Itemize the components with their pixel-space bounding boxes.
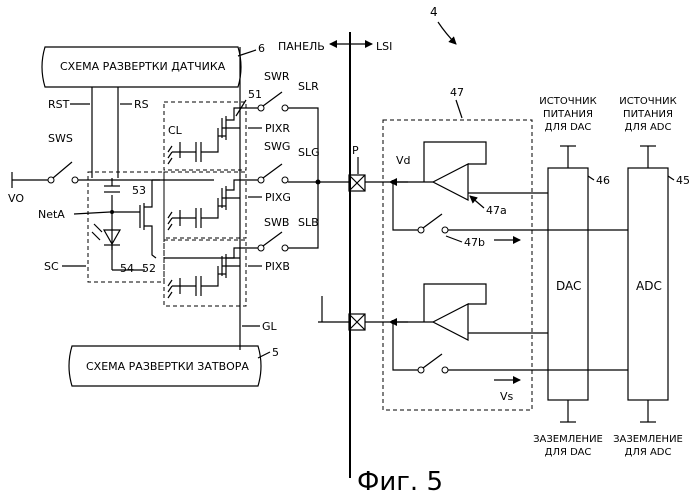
figure-caption: Фиг. 5 (357, 467, 443, 497)
slg-label: SLG (298, 146, 320, 159)
rst-label: RST (48, 98, 70, 111)
pixg-cap-wire (201, 198, 218, 218)
vs-label: Vs (500, 390, 514, 403)
light-rays-icon (92, 224, 102, 240)
sc-label: SC (44, 260, 59, 273)
pixg-ground-icon (168, 212, 172, 230)
swg-contact-right (282, 177, 288, 183)
slr-label: SLR (298, 80, 319, 93)
ref-51: 51 (248, 88, 262, 101)
pixb-cap-wire (201, 266, 218, 286)
gate-scan-ref-5: 5 (272, 346, 279, 359)
ref-46: 46 (596, 174, 610, 187)
rs-label: RS (134, 98, 149, 111)
slr-line (288, 108, 318, 182)
gate-scan-circuit-label: СХЕМА РАЗВЕРТКИ ЗАТВОРА (86, 360, 249, 373)
switch-lower-contact-right (442, 367, 448, 373)
switch-47b-blade (423, 214, 442, 228)
ref-47b: 47b (464, 236, 485, 249)
pad-p-label: P (352, 144, 359, 157)
panel-label: ПАНЕЛЬ (278, 40, 325, 53)
ref-54: 54 (120, 262, 134, 275)
switch-47b-contact-right (442, 227, 448, 233)
swb-blade (263, 232, 282, 246)
sensor-scan-circuit-label: СХЕМА РАЗВЕРТКИ ДАТЧИКА (60, 60, 226, 73)
swr-contact-right (282, 105, 288, 111)
sws-label: SWS (48, 132, 73, 145)
swg-blade (263, 164, 282, 178)
ref-46-leader (588, 176, 594, 180)
pixr-cap-wire (201, 128, 218, 152)
pixr-label: PIXR (265, 122, 290, 135)
adc-supply-label-2: ПИТАНИЯ (623, 109, 673, 120)
sensor-scan-ref-6: 6 (258, 42, 265, 55)
pixb-label: PIXB (265, 260, 290, 273)
dac-label: DAC (556, 279, 581, 293)
swb-label: SWB (264, 216, 289, 229)
switch-47b-left-wire (393, 182, 418, 230)
adc-supply-label-1: ИСТОЧНИК (619, 96, 676, 107)
pixb-tft-drain (226, 248, 258, 258)
ref-6-leader (238, 50, 256, 56)
pad-lower-cross (349, 314, 365, 330)
pixr-ground-icon (168, 146, 172, 164)
slb-line (288, 182, 318, 248)
swb-contact-right (282, 245, 288, 251)
ref-47a: 47a (486, 204, 507, 217)
dac-ground-label-1: ЗАЗЕМЛЕНИЕ (533, 434, 603, 445)
adc-ground-label-1: ЗАЗЕМЛЕНИЕ (613, 434, 683, 445)
figure-ref-4: 4 (430, 5, 438, 19)
swr-label: SWR (264, 70, 290, 83)
ref-53: 53 (132, 184, 146, 197)
ref-47-leader (456, 100, 462, 118)
neta-leader (74, 212, 110, 214)
pixg-label: PIXG (265, 191, 291, 204)
adc-ground-label-2: ДЛЯ ADC (625, 447, 672, 458)
buffer-amp-lower (433, 304, 468, 340)
amp-tft-source (144, 226, 156, 258)
vd-label: Vd (396, 154, 411, 167)
ref-4-leader (438, 22, 456, 44)
ref-47: 47 (450, 86, 464, 99)
dac-supply-label-2: ПИТАНИЯ (543, 109, 593, 120)
dac-ground-label-2: ДЛЯ DAC (545, 447, 592, 458)
buffer-feedback-lower (424, 284, 486, 322)
ref-52: 52 (142, 262, 156, 275)
dac-supply-label-3: ДЛЯ DAC (545, 122, 592, 133)
ref-47a-arrow (470, 196, 484, 208)
adc-label: ADC (636, 279, 662, 293)
ref-45-leader (668, 176, 674, 180)
cl-label: CL (168, 124, 183, 137)
sws-blade (53, 162, 72, 178)
dac-supply-label-1: ИСТОЧНИК (539, 96, 596, 107)
pixg-tft-drain (226, 180, 258, 190)
buffer-feedback-upper (424, 142, 486, 182)
buffer-amp-upper (433, 164, 468, 200)
neta-label: NetA (38, 208, 65, 221)
adc-supply-label-3: ДЛЯ ADC (625, 122, 672, 133)
lsi-label: LSI (376, 40, 392, 53)
ref-47b-leader (446, 236, 462, 242)
slb-label: SLB (298, 216, 319, 229)
swr-blade (263, 92, 282, 106)
swg-label: SWG (264, 140, 290, 153)
gl-label: GL (262, 320, 278, 333)
pixb-ground-icon (168, 280, 172, 298)
vo-label: VO (8, 192, 24, 205)
ref-45: 45 (676, 174, 690, 187)
pad-upper-cross (349, 175, 365, 191)
sws-contact-right (72, 177, 78, 183)
switch-lower-left-wire (393, 322, 418, 370)
switch-lower-blade (423, 354, 442, 368)
pixr-tft-drain (226, 108, 258, 120)
